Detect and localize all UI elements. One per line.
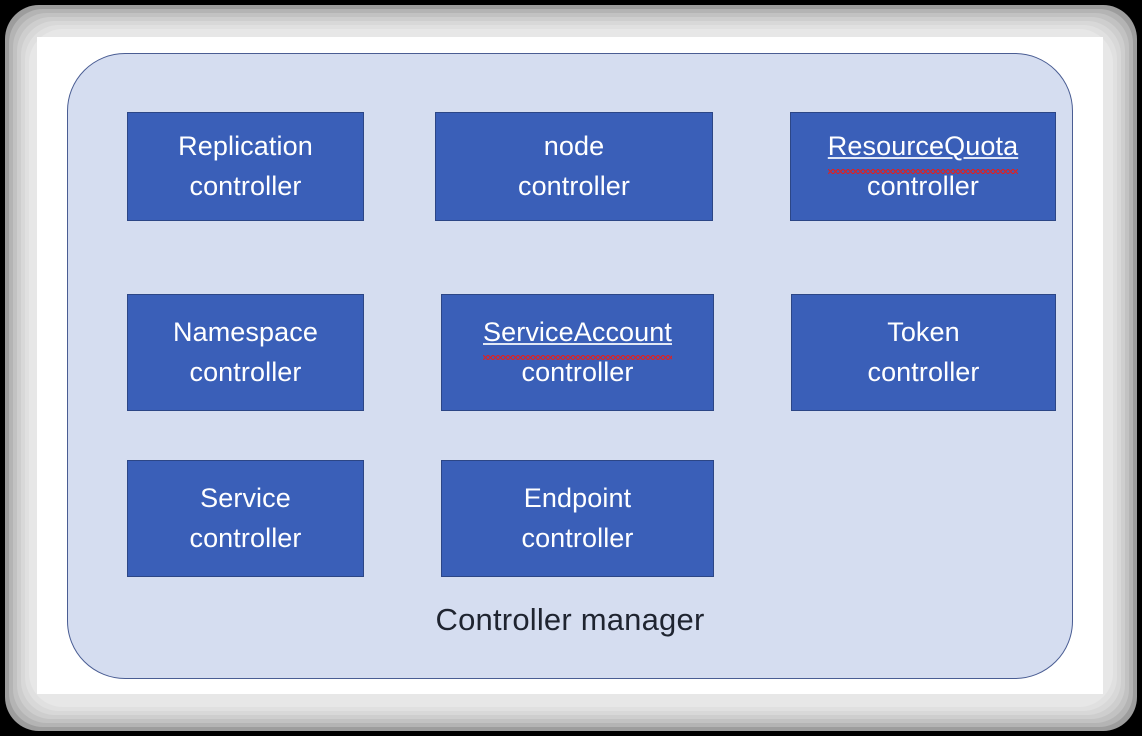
namespace-controller-line2: controller	[189, 356, 302, 387]
endpoint-controller-line2: controller	[521, 522, 634, 553]
serviceaccount-controller-line1: ServiceAccount	[483, 313, 672, 360]
token-controller-box[interactable]: Token controller	[791, 294, 1056, 411]
service-controller-box[interactable]: Service controller	[127, 460, 364, 577]
node-controller-line2: controller	[517, 170, 631, 201]
resourcequota-controller-box[interactable]: ResourceQuota controller	[790, 112, 1056, 221]
serviceaccount-controller-box[interactable]: ServiceAccount controller	[441, 294, 714, 411]
node-controller-line1: node	[543, 131, 605, 162]
token-controller-line2: controller	[867, 356, 980, 387]
namespace-controller-box[interactable]: Namespace controller	[127, 294, 364, 411]
controller-manager-caption: Controller manager	[435, 602, 705, 637]
controller-manager-panel: Replication controller node controller R…	[67, 53, 1073, 679]
namespace-controller-line1: Namespace	[173, 317, 318, 348]
replication-controller-line2: controller	[189, 170, 302, 201]
resourcequota-controller-line1: ResourceQuota	[827, 127, 1019, 174]
endpoint-controller-line1: Endpoint	[523, 483, 632, 514]
document-page: Replication controller node controller R…	[37, 37, 1103, 694]
serviceaccount-controller-line2: controller	[521, 356, 634, 387]
node-controller-box[interactable]: node controller	[435, 112, 713, 221]
replication-controller-box[interactable]: Replication controller	[127, 112, 364, 221]
resourcequota-controller-line2: controller	[866, 170, 980, 201]
token-controller-line1: Token	[887, 317, 960, 348]
endpoint-controller-box[interactable]: Endpoint controller	[441, 460, 714, 577]
replication-controller-line1: Replication	[178, 131, 313, 162]
service-controller-line1: Service	[200, 483, 291, 514]
service-controller-line2: controller	[189, 522, 302, 553]
